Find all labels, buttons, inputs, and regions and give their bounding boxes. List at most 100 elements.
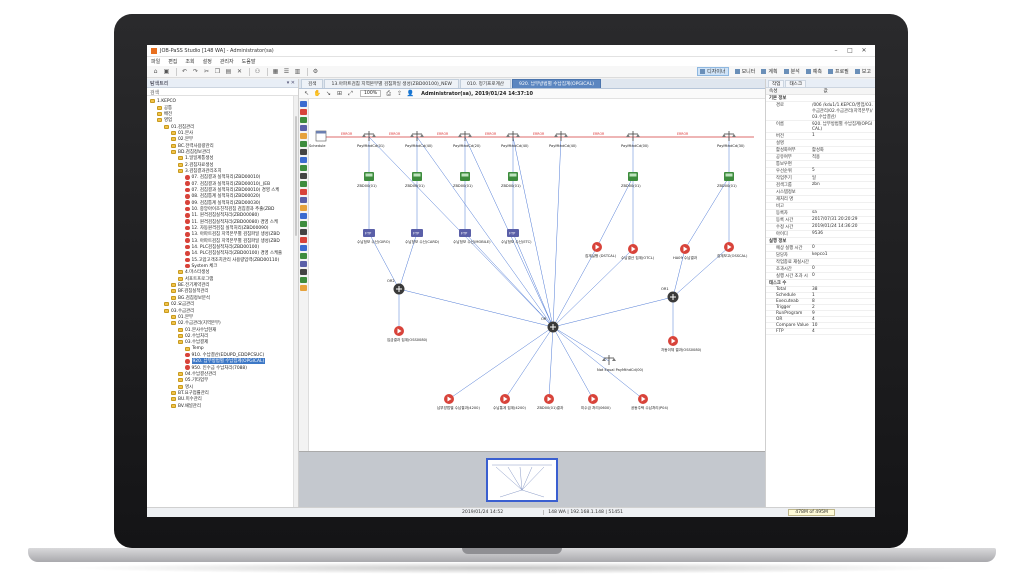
palette-task-icon[interactable]	[300, 149, 307, 155]
flow-node-and[interactable]: OR	[541, 317, 559, 333]
print-icon[interactable]: ⎙	[386, 90, 392, 97]
tree-item[interactable]: 4.마스터생성	[147, 269, 298, 275]
flow-node-r3[interactable]: HA09 수납결과	[673, 244, 698, 260]
palette-task-icon[interactable]	[300, 173, 307, 179]
tree-item[interactable]: BV.채널관리	[147, 403, 298, 409]
tree-item[interactable]: Temp	[147, 345, 298, 351]
palette-task-icon[interactable]	[300, 229, 307, 235]
home-icon[interactable]: ⌂	[153, 68, 158, 75]
tree-item[interactable]: 10. 중앙아이조친척검침 검침결과 추출(ZBD	[147, 206, 298, 212]
tree-item[interactable]: 3.검침결과관리조치	[147, 168, 298, 174]
flow-node-schedule[interactable]: Schedule	[309, 130, 326, 148]
flow-node-p2[interactable]: ZBD00(01)	[405, 172, 425, 188]
ok-edge[interactable]	[448, 326, 554, 400]
tree-item[interactable]: 02.본부	[147, 136, 298, 142]
tree-item[interactable]: BE.전기계약관리	[147, 282, 298, 288]
palette-task-icon[interactable]	[300, 277, 307, 283]
tree-item[interactable]: 1.KEPCO	[147, 98, 298, 104]
paste-icon[interactable]: ▤	[225, 68, 232, 75]
maximize-icon[interactable]: □	[847, 47, 853, 54]
copy-icon[interactable]: ❐	[214, 68, 221, 75]
tree-scrollbar[interactable]	[293, 96, 298, 507]
flow-node-r1[interactable]: 집계실행 (DSTCAL)	[585, 242, 617, 258]
palette-task-icon[interactable]	[300, 245, 307, 251]
tree-item[interactable]: 13. 아파트검침 지역본부별 검침파일 생성(ZBD	[147, 231, 298, 237]
palette-task-icon[interactable]	[300, 285, 307, 291]
overview-minimap[interactable]	[486, 458, 558, 502]
tree-item[interactable]: 910. 수납결산(EDUPD_EDDPCSUC)	[147, 352, 298, 358]
zoom-select[interactable]: 100%	[360, 90, 382, 97]
palette-task-icon[interactable]	[300, 237, 307, 243]
tree-item[interactable]: BD.검침정보관리	[147, 149, 298, 155]
flow-node-p3[interactable]: ZBD00(01)	[453, 172, 473, 188]
flow-node-or1[interactable]: OR1	[661, 287, 679, 303]
ok-edge[interactable]	[552, 246, 598, 328]
tree-item[interactable]: BC.전력사용량관리	[147, 142, 298, 149]
tree-item[interactable]: 영업	[147, 117, 298, 123]
ok-edge[interactable]	[416, 136, 554, 328]
list-icon[interactable]: ☰	[283, 68, 290, 75]
tree-item[interactable]: 2.검침자료생성	[147, 161, 298, 168]
tree-item[interactable]: 01.검침관리	[147, 123, 298, 130]
tab-regular-calc[interactable]: 010. 정기프로계산	[459, 79, 512, 88]
pointer-icon[interactable]: ↖	[303, 90, 310, 97]
tree-item[interactable]: 11. 원격검침실적처리(ZBD00080) 경영 스케	[147, 219, 298, 225]
tree-item[interactable]: 01.본사수납현재	[147, 326, 298, 333]
ok-edge[interactable]	[398, 232, 418, 290]
flow-node-w2[interactable]: PayMthdCd(40)	[405, 131, 433, 148]
palette-task-icon[interactable]	[300, 253, 307, 259]
flow-node-w3[interactable]: PayMthdCd(20)	[453, 131, 481, 148]
align-icon[interactable]: ⊞	[336, 90, 343, 97]
view-designer-button[interactable]: 디자이너	[697, 67, 729, 76]
flow-node-w6[interactable]: PayMthdCd(00)	[621, 131, 649, 148]
menu-view[interactable]: 조회	[185, 59, 195, 65]
undo-icon[interactable]: ↶	[181, 68, 188, 75]
tree-item[interactable]: 920. 납부방법별 수납집계(OPGICAL)	[147, 358, 298, 365]
hand-icon[interactable]: ✋	[313, 90, 322, 97]
tree-item[interactable]: 03.수금관리	[147, 307, 298, 314]
tree-item[interactable]: 09. 검침통계 실적처리(ZBD00030)	[147, 200, 298, 206]
tree-item[interactable]: 03.수납결제	[147, 339, 298, 345]
tree-item[interactable]: System 체크	[147, 263, 298, 269]
menu-settings[interactable]: 설정	[202, 59, 212, 65]
flow-node-w1[interactable]: PayMthdCd(01)	[357, 131, 385, 148]
network-icon[interactable]: ⚇	[254, 68, 261, 75]
view-profile-button[interactable]: 프로필	[827, 68, 849, 75]
table-icon[interactable]: ▥	[294, 68, 301, 75]
palette-task-icon[interactable]	[300, 133, 307, 139]
ok-edge[interactable]	[552, 136, 562, 328]
menu-admin[interactable]: 관리자	[219, 59, 234, 65]
flow-node-w7[interactable]: PayMthdCd(30)	[717, 131, 745, 148]
tree-scroll-thumb[interactable]	[295, 116, 297, 236]
ok-edge[interactable]	[512, 136, 554, 328]
tree-item[interactable]: 07. 검침결과 실적처리(ZBD00010) 경영 스케	[147, 187, 298, 193]
ok-edge[interactable]	[552, 326, 644, 400]
flow-node-p5[interactable]: ZBD00(01)	[621, 172, 641, 188]
flow-node-p6[interactable]: ZBD00(01)	[717, 172, 737, 188]
export-icon[interactable]: ⇪	[397, 90, 403, 97]
panel-pin-icon[interactable]: ▾ ✕	[286, 80, 295, 86]
flow-node-p1[interactable]: ZBD00(01)	[357, 172, 377, 188]
palette-task-icon[interactable]	[300, 181, 307, 187]
tree-item[interactable]: 명시	[147, 383, 298, 390]
palette-task-icon[interactable]	[300, 165, 307, 171]
palette-task-icon[interactable]	[300, 197, 307, 203]
tree-search-input[interactable]: 검색	[147, 88, 298, 96]
tab-task[interactable]: 태스크	[785, 80, 807, 87]
tree-item[interactable]: 14. PLC검침실적처리(ZBD00100) 경영 스케줄	[147, 250, 298, 256]
tree-item[interactable]: 배전	[147, 111, 298, 117]
flow-node-n1[interactable]: Not Equal PayMthdCd(00)	[597, 355, 644, 372]
palette-task-icon[interactable]	[300, 189, 307, 195]
tree-item[interactable]: 02.수납처리	[147, 333, 298, 339]
flow-node-c5[interactable]: 공동주택 수납처리(P04)	[631, 394, 669, 410]
palette-task-icon[interactable]	[300, 141, 307, 147]
tree-item[interactable]: BG.검침정보분석	[147, 295, 298, 301]
palette-task-icon[interactable]	[300, 213, 307, 219]
flow-node-b1[interactable]: 입금결과 집계(OSS0080)	[387, 326, 428, 342]
